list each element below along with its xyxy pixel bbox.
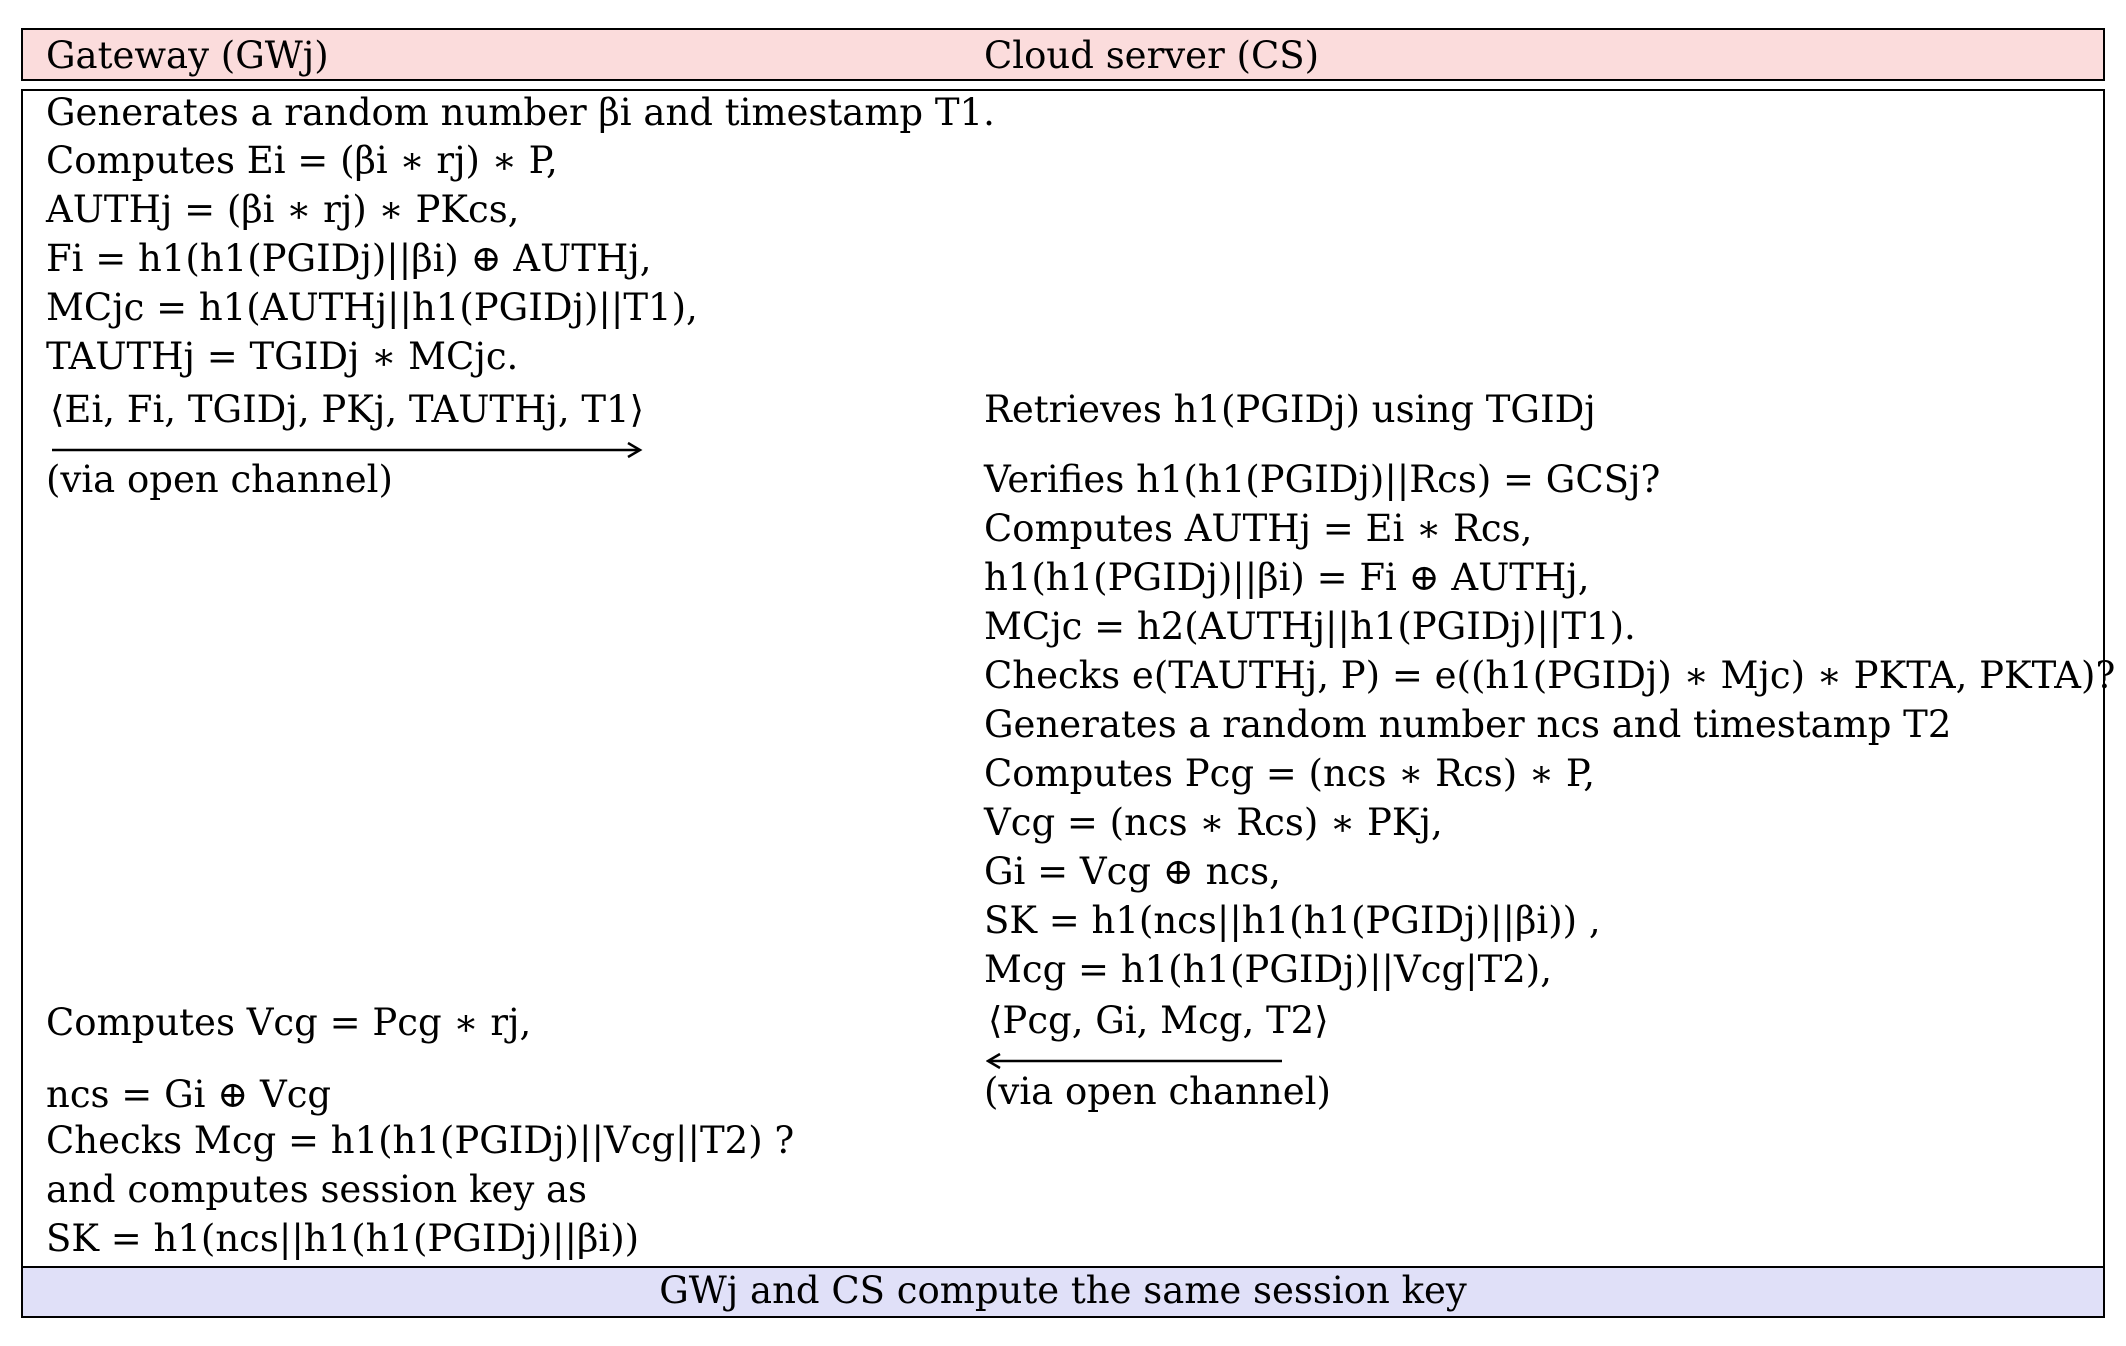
cs-line-8: Vcg = (ncs ∗ Rcs) ∗ PKj, bbox=[984, 801, 1443, 844]
footer-text: GWj and CS compute the same session key bbox=[659, 1269, 1467, 1312]
channel-note-1: (via open channel) bbox=[46, 458, 393, 501]
gw-line-2: Computes Ei = (βi ∗ rj) ∗ P, bbox=[46, 139, 558, 182]
gw-line-4: Fi = h1(h1(PGIDj)||βi) ⊕ AUTHj, bbox=[46, 237, 652, 280]
arrow-right-icon bbox=[52, 441, 643, 459]
gw-line-8: ncs = Gi ⊕ Vcg bbox=[46, 1073, 332, 1116]
gw-line-6: TAUTHj = TGIDj ∗ MCjc. bbox=[46, 335, 519, 378]
cs-line-4: MCjc = h2(AUTHj||h1(PGIDj)||T1). bbox=[984, 605, 1636, 648]
cs-line-7: Computes Pcg = (ncs ∗ Rcs) ∗ P, bbox=[984, 752, 1596, 795]
gw-line-7: Computes Vcg = Pcg ∗ rj, bbox=[46, 1001, 532, 1044]
channel-note-2: (via open channel) bbox=[984, 1070, 1331, 1113]
cs-line-10: SK = h1(ncs||h1(h1(PGIDj)||βi)) , bbox=[984, 899, 1601, 942]
cs-line-6: Generates a random number ncs and timest… bbox=[984, 703, 1952, 746]
cs-line-3: h1(h1(PGIDj)||βi) = Fi ⊕ AUTHj, bbox=[984, 556, 1590, 599]
gw-line-5: MCjc = h1(AUTHj||h1(PGIDj)||T1), bbox=[46, 286, 698, 329]
header-gateway: Gateway (GWj) bbox=[46, 34, 329, 77]
cs-line-2: Computes AUTHj = Ei ∗ Rcs, bbox=[984, 507, 1533, 550]
gw-line-10: and computes session key as bbox=[46, 1168, 588, 1211]
header-bar bbox=[21, 28, 2105, 81]
gw-line-3: AUTHj = (βi ∗ rj) ∗ PKcs, bbox=[46, 188, 520, 231]
gw-line-9: Checks Mcg = h1(h1(PGIDj)||Vcg||T2) ? bbox=[46, 1119, 795, 1162]
cs-line-5: Checks e(TAUTHj, P) = e((h1(PGIDj) ∗ Mjc… bbox=[984, 654, 2116, 697]
footer-bar bbox=[21, 1266, 2105, 1318]
message-2: ⟨Pcg, Gi, Mcg, T2⟩ bbox=[988, 999, 1329, 1042]
cs-line-11: Mcg = h1(h1(PGIDj)||Vcg|T2), bbox=[984, 948, 1553, 991]
message-1: ⟨Ei, Fi, TGIDj, PKj, TAUTHj, T1⟩ bbox=[50, 388, 645, 431]
gw-line-1: Generates a random number βi and timesta… bbox=[46, 91, 995, 134]
header-cloud-server: Cloud server (CS) bbox=[984, 34, 1320, 77]
cs-line-9: Gi = Vcg ⊕ ncs, bbox=[984, 850, 1281, 893]
cs-line-1: Verifies h1(h1(PGIDj)||Rcs) = GCSj? bbox=[984, 458, 1661, 501]
cs-retrieve: Retrieves h1(PGIDj) using TGIDj bbox=[984, 388, 1596, 431]
arrow-left-icon bbox=[986, 1052, 1282, 1070]
gw-line-11: SK = h1(ncs||h1(h1(PGIDj)||βi)) bbox=[46, 1217, 640, 1260]
